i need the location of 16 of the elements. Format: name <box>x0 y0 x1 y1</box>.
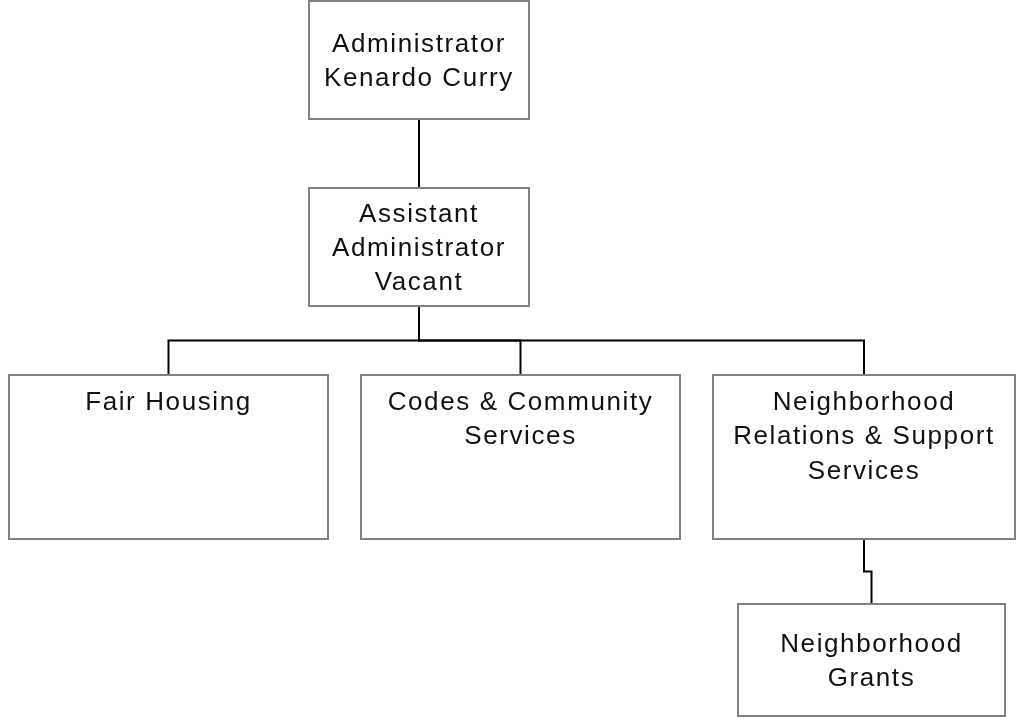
role-title: Neighborhood Grants <box>779 626 964 694</box>
org-box <box>360 374 681 540</box>
org-box <box>8 374 329 540</box>
role-title: Fair Housing <box>85 385 252 418</box>
org-box <box>712 374 1016 540</box>
role-title: Codes & Community Services <box>386 385 655 453</box>
connector-line <box>863 539 873 604</box>
role-title: Administrator <box>332 26 506 60</box>
org-box <box>737 603 1006 717</box>
org-box <box>308 187 530 307</box>
org-box <box>308 0 530 120</box>
person-name: Vacant <box>374 265 464 299</box>
connector-line <box>418 119 420 188</box>
person-name: Kenardo Curry <box>324 61 514 94</box>
role-title: Assistant Administrator <box>331 196 507 264</box>
role-title: Neighborhood Relations & Support Services <box>732 385 996 487</box>
